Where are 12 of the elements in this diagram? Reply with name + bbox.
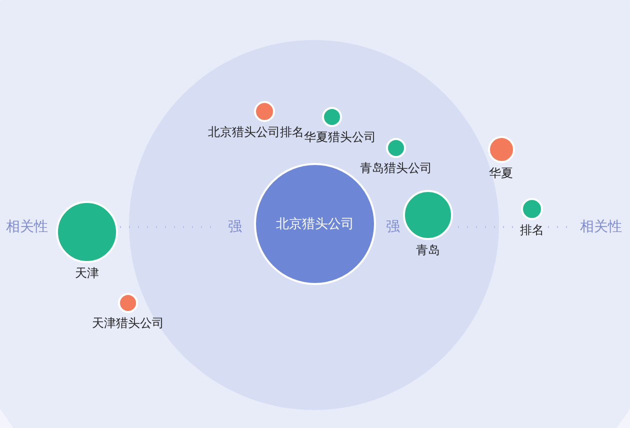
keyword-label: 北京猎头公司排名 <box>208 124 304 140</box>
keyword-label: 天津猎头公司 <box>92 315 164 332</box>
relevance-label: 强 <box>386 218 400 236</box>
relevance-label: 相关性 <box>580 218 622 236</box>
keyword-label: 青岛 <box>416 242 440 259</box>
relevance-label: 强 <box>228 218 242 236</box>
keyword-label: 天津 <box>75 265 99 282</box>
keyword-label: 排名 <box>520 222 544 239</box>
keyword-label: 青岛猎头公司 <box>360 160 432 177</box>
keyword-label: 华夏猎头公司 <box>304 129 376 146</box>
keyword-label: 华夏 <box>489 164 513 182</box>
relevance-label: 相关性 <box>6 218 48 236</box>
